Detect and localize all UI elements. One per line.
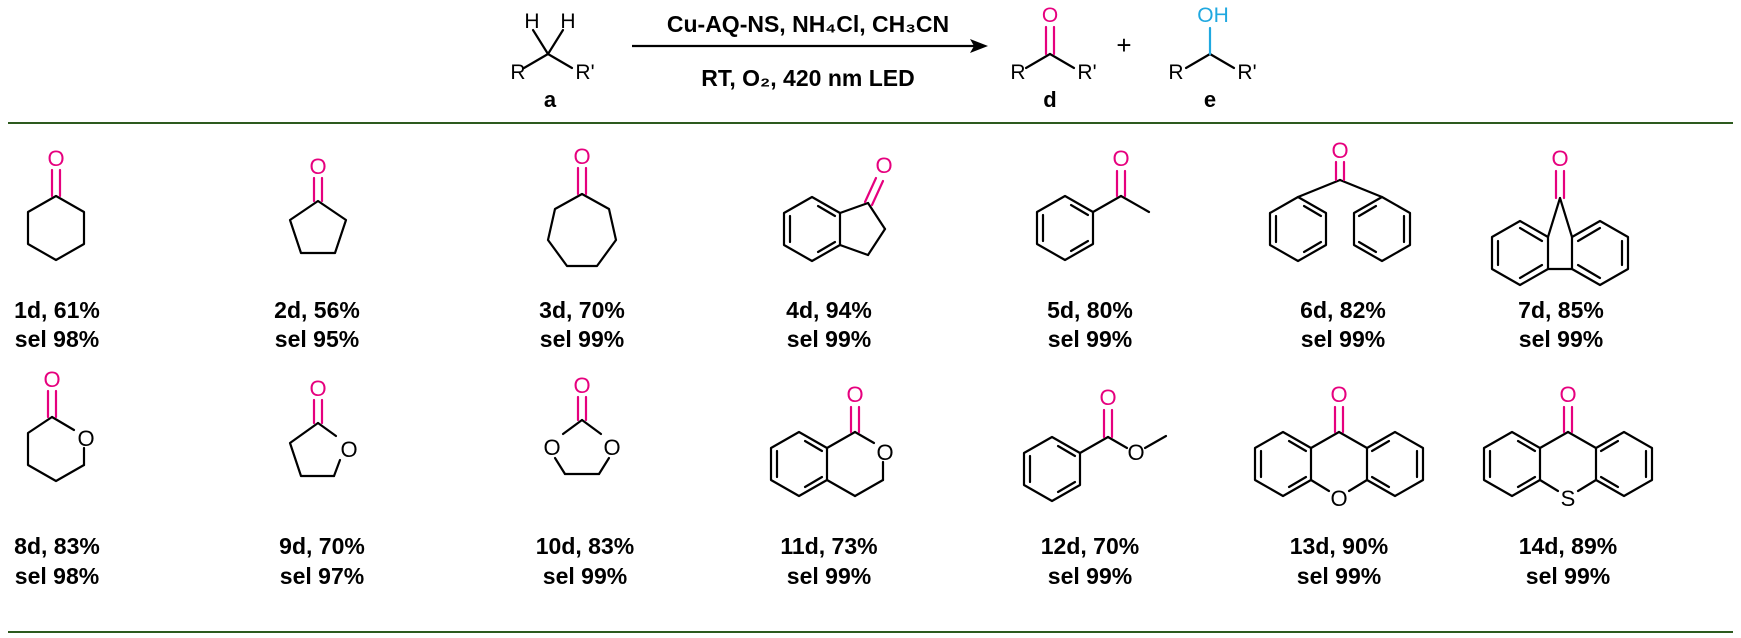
structure-13d: O O — [1253, 382, 1425, 511]
structure-3d-oxygen: O — [573, 144, 590, 169]
compound-8d-selectivity: sel 98% — [15, 563, 99, 589]
product-e-r-left: R — [1168, 61, 1183, 84]
structure-12d: O O — [1022, 385, 1168, 503]
reactant-a: H H R R' a — [510, 10, 594, 112]
compound-3d-yield: 3d, 70% — [539, 297, 625, 323]
compound-labels-row-2: 8d, 83% sel 98% 9d, 70% sel 97% 10d, 83%… — [14, 533, 1617, 589]
product-d-oxygen: O — [1042, 4, 1058, 27]
structure-8d-ring-oxygen: O — [77, 426, 94, 451]
compound-11d-yield: 11d, 73% — [780, 533, 877, 559]
structure-5d-oxygen: O — [1112, 146, 1129, 171]
structure-11d: O O — [769, 382, 894, 498]
structure-11d-ring-oxygen: O — [876, 440, 893, 465]
structure-3d: O — [546, 144, 618, 268]
structure-6d: O — [1268, 138, 1412, 263]
structure-8d-carbonyl-oxygen: O — [43, 367, 60, 392]
reaction-arrow — [632, 39, 988, 53]
structure-8d: O O — [26, 367, 95, 483]
structure-7d-oxygen: O — [1551, 146, 1568, 171]
structure-1d: O — [26, 146, 86, 262]
compound-6d-selectivity: sel 99% — [1301, 326, 1385, 352]
structure-4d-oxygen: O — [875, 153, 892, 178]
product-e-label: e — [1204, 87, 1216, 112]
product-e: OH R R' e — [1168, 4, 1256, 112]
product-d-r-left: R — [1010, 61, 1025, 84]
structure-10d-carbonyl-oxygen: O — [573, 373, 590, 398]
compound-8d-yield: 8d, 83% — [14, 533, 100, 559]
plus-sign: + — [1116, 30, 1131, 60]
general-reaction: H H R R' a Cu-AQ-NS, NH₄Cl, CH₃CN RT, O₂… — [510, 4, 1256, 112]
structure-1d-oxygen: O — [47, 146, 64, 171]
structure-9d-ring-oxygen: O — [340, 437, 357, 462]
structure-12d-ester-oxygen: O — [1127, 440, 1144, 465]
compound-7d-yield: 7d, 85% — [1518, 297, 1604, 323]
product-e-hydroxyl: OH — [1197, 4, 1229, 27]
structure-9d-carbonyl-oxygen: O — [309, 376, 326, 401]
product-d-label: d — [1043, 87, 1056, 112]
compound-11d-selectivity: sel 99% — [787, 563, 871, 589]
structure-10d-ring-oxygen-left: O — [543, 435, 560, 460]
compound-1d-yield: 1d, 61% — [14, 297, 100, 323]
compound-13d-selectivity: sel 99% — [1297, 563, 1381, 589]
structure-9d: O O — [288, 376, 358, 478]
structure-12d-carbonyl-oxygen: O — [1099, 385, 1116, 410]
compound-6d-yield: 6d, 82% — [1300, 297, 1386, 323]
structure-2d-oxygen: O — [309, 154, 326, 179]
compound-13d-yield: 13d, 90% — [1290, 533, 1388, 559]
compound-14d-yield: 14d, 89% — [1519, 533, 1617, 559]
conditions-line-1: Cu-AQ-NS, NH₄Cl, CH₃CN — [667, 11, 949, 37]
structure-14d-carbonyl-oxygen: O — [1559, 382, 1576, 407]
reactant-h-left: H — [524, 10, 539, 33]
reactant-r-left: R — [510, 61, 525, 84]
structure-10d: O O O — [543, 373, 621, 476]
structure-5d: O — [1035, 146, 1151, 262]
product-d: O R R' d — [1010, 4, 1096, 112]
compound-9d-selectivity: sel 97% — [280, 563, 364, 589]
structure-14d-sulfur: S — [1561, 486, 1576, 511]
compound-3d-selectivity: sel 99% — [540, 326, 624, 352]
structure-2d: O — [288, 154, 348, 255]
structure-4d: O — [782, 153, 893, 263]
compound-7d-selectivity: sel 99% — [1519, 326, 1603, 352]
conditions-line-2: RT, O₂, 420 nm LED — [701, 65, 914, 91]
compound-12d-yield: 12d, 70% — [1041, 533, 1139, 559]
compound-labels-row-1: 1d, 61% sel 98% 2d, 56% sel 95% 3d, 70% … — [14, 297, 1604, 352]
compound-14d-selectivity: sel 99% — [1526, 563, 1610, 589]
compound-4d-yield: 4d, 94% — [786, 297, 872, 323]
product-e-r-right: R' — [1237, 61, 1256, 84]
compound-10d-selectivity: sel 99% — [543, 563, 627, 589]
structure-14d: O S — [1482, 382, 1654, 511]
compound-5d-selectivity: sel 99% — [1048, 326, 1132, 352]
compound-10d-yield: 10d, 83% — [536, 533, 634, 559]
compound-2d-yield: 2d, 56% — [274, 297, 360, 323]
reactant-label: a — [544, 87, 557, 112]
reactant-r-right: R' — [575, 61, 594, 84]
structure-13d-ring-oxygen: O — [1330, 486, 1347, 511]
compound-4d-selectivity: sel 99% — [787, 326, 871, 352]
structure-10d-ring-oxygen-right: O — [603, 435, 620, 460]
compound-2d-selectivity: sel 95% — [275, 326, 359, 352]
structure-13d-carbonyl-oxygen: O — [1330, 382, 1347, 407]
compound-9d-yield: 9d, 70% — [279, 533, 365, 559]
product-d-r-right: R' — [1077, 61, 1096, 84]
compound-1d-selectivity: sel 98% — [15, 326, 99, 352]
compound-12d-selectivity: sel 99% — [1048, 563, 1132, 589]
compound-5d-yield: 5d, 80% — [1047, 297, 1133, 323]
structure-7d: O — [1490, 146, 1630, 287]
structure-6d-oxygen: O — [1331, 138, 1348, 163]
reactant-h-right: H — [560, 10, 575, 33]
structure-11d-carbonyl-oxygen: O — [846, 382, 863, 407]
